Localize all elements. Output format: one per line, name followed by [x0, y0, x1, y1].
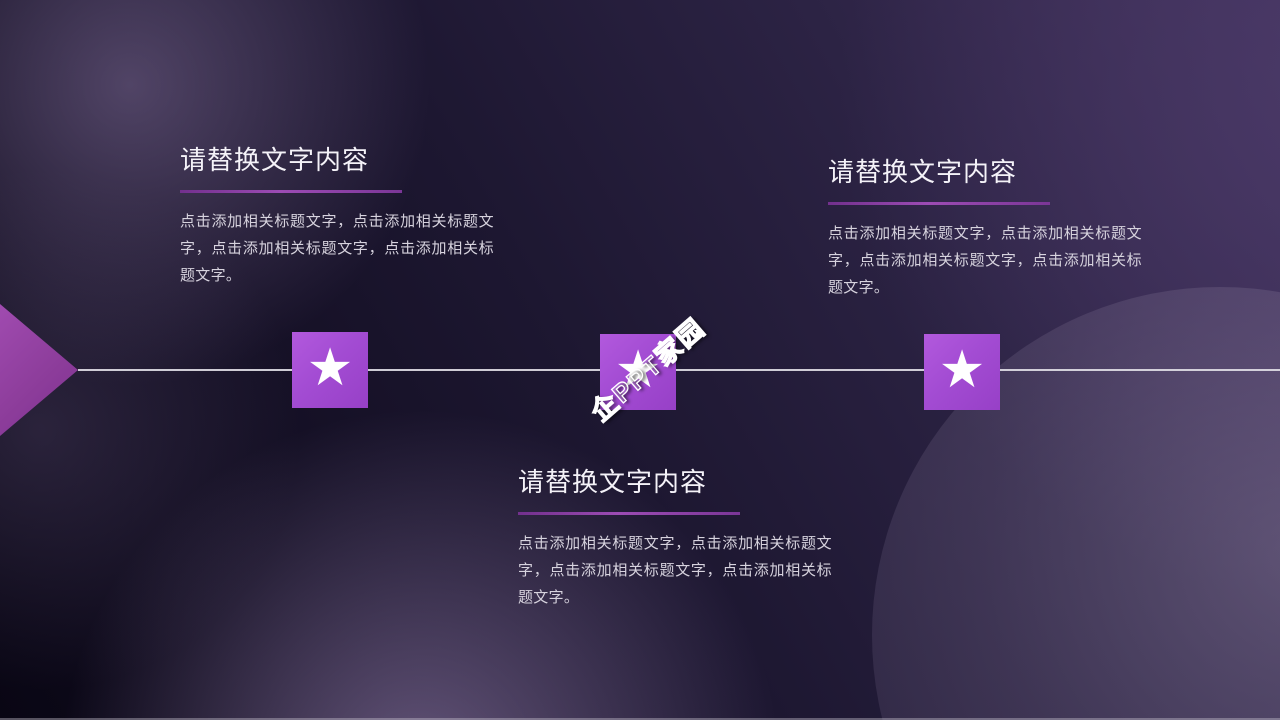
star-icon: ★ [614, 341, 662, 399]
bottom-edge-line [0, 718, 1280, 720]
text-block-bottom-center: 请替换文字内容 点击添加相关标题文字，点击添加相关标题文字，点击添加相关标题文字… [518, 465, 848, 611]
timeline-marker-1: ★ [292, 332, 368, 408]
placeholder-title: 请替换文字内容 [518, 467, 708, 497]
timeline-marker-2: ★ [600, 334, 676, 410]
timeline-marker-3: ★ [924, 334, 1000, 410]
timeline-arrow-left [0, 304, 78, 436]
title-underline [828, 202, 1050, 205]
placeholder-body: 点击添加相关标题文字，点击添加相关标题文字，点击添加相关标题文字，点击添加相关标… [828, 225, 1142, 296]
timeline-line [78, 369, 1280, 371]
placeholder-title: 请替换文字内容 [828, 157, 1018, 187]
title-underline [180, 190, 402, 193]
text-block-top-right: 请替换文字内容 点击添加相关标题文字，点击添加相关标题文字，点击添加相关标题文字… [828, 155, 1158, 301]
placeholder-body: 点击添加相关标题文字，点击添加相关标题文字，点击添加相关标题文字，点击添加相关标… [518, 535, 832, 606]
star-icon: ★ [306, 339, 354, 397]
star-icon: ★ [938, 341, 986, 399]
title-underline [518, 512, 740, 515]
text-block-top-left: 请替换文字内容 点击添加相关标题文字，点击添加相关标题文字，点击添加相关标题文字… [180, 143, 510, 289]
placeholder-body: 点击添加相关标题文字，点击添加相关标题文字，点击添加相关标题文字，点击添加相关标… [180, 213, 494, 284]
placeholder-title: 请替换文字内容 [180, 145, 370, 175]
